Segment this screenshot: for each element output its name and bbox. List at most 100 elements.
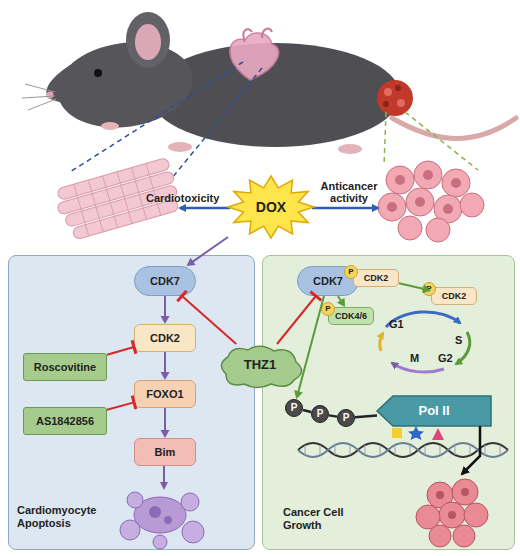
arrow-head bbox=[161, 430, 170, 438]
inhibition-bar bbox=[132, 340, 136, 353]
connector-line bbox=[303, 410, 311, 412]
inhibitor-box: Roscovitine bbox=[23, 353, 107, 381]
arrow-head bbox=[186, 258, 195, 266]
phospho-circle: P bbox=[321, 302, 335, 316]
connector-line bbox=[107, 347, 134, 355]
inhibition-bar bbox=[310, 292, 321, 301]
connector-line bbox=[164, 352, 166, 374]
effect-arrow bbox=[312, 207, 378, 210]
process-box: FOXO1 bbox=[134, 380, 196, 408]
tumor-illustration bbox=[395, 85, 401, 91]
node-text: Bim bbox=[155, 446, 176, 459]
arrow-connector bbox=[337, 296, 345, 307]
mouse-illustration bbox=[22, 12, 516, 154]
heart-illustration bbox=[230, 33, 279, 80]
cancer-cells-illustration bbox=[395, 175, 405, 185]
mouse-illustration bbox=[47, 92, 54, 99]
phospho-circle: P bbox=[337, 409, 355, 427]
panel-caption: Cardiomyocyte Apoptosis bbox=[17, 504, 112, 529]
panel: Cardiomyocyte Apoptosis CDK7CDK2Roscoviti… bbox=[8, 255, 255, 550]
mouse-illustration bbox=[168, 142, 192, 152]
inhibition-bar bbox=[132, 396, 136, 410]
ctd-tail bbox=[355, 416, 377, 418]
ctd-tail bbox=[329, 415, 337, 416]
arrow-connector bbox=[294, 296, 324, 399]
phase-label: M bbox=[410, 352, 419, 364]
connector-line bbox=[298, 296, 324, 393]
phospho-circle: P bbox=[422, 282, 436, 296]
connector-line bbox=[107, 402, 134, 409]
connector-line bbox=[191, 237, 228, 263]
cancer-cells-illustration bbox=[442, 169, 470, 197]
polymerase-shape: Pol II bbox=[377, 396, 491, 426]
arrow-head bbox=[294, 390, 303, 399]
leader-line bbox=[70, 62, 478, 178]
inhibition-connector bbox=[107, 340, 136, 355]
connector-line bbox=[329, 415, 337, 416]
leader-line bbox=[70, 62, 243, 172]
connector-line bbox=[277, 296, 316, 344]
heart-illustration bbox=[230, 29, 279, 80]
tumor-illustration bbox=[384, 88, 392, 96]
inhibition-connector bbox=[277, 292, 321, 344]
mouse-illustration bbox=[94, 69, 102, 77]
connector-line bbox=[164, 296, 166, 318]
tumor-illustration bbox=[397, 99, 405, 107]
mouse-illustration bbox=[392, 118, 516, 138]
arrow-connector bbox=[399, 283, 431, 293]
ctd-tail bbox=[303, 410, 311, 412]
inhibition-bar bbox=[177, 291, 186, 301]
phospho-circle: P bbox=[285, 399, 303, 417]
node-text: P bbox=[325, 304, 330, 313]
inhibitor-box: AS1842856 bbox=[23, 407, 107, 435]
node-text: THZ1 bbox=[244, 358, 277, 373]
inhibition-connector bbox=[177, 291, 236, 344]
node-text: P bbox=[291, 402, 298, 414]
starburst-outline bbox=[228, 176, 314, 238]
phase-label: S bbox=[455, 334, 462, 346]
arrow-connector bbox=[161, 408, 170, 438]
cancer-cells-illustration bbox=[406, 188, 434, 216]
arrow-connector bbox=[161, 296, 170, 324]
leader-line bbox=[172, 68, 262, 178]
phospho-circle: P bbox=[344, 265, 358, 279]
mouse-illustration bbox=[101, 122, 119, 130]
connector-line bbox=[182, 296, 236, 344]
cancer-cells-illustration bbox=[387, 202, 397, 212]
node-text: CDK7 bbox=[150, 275, 180, 288]
node-text: CDK7 bbox=[313, 275, 343, 288]
tumor-illustration bbox=[377, 80, 413, 116]
connector-line bbox=[338, 296, 342, 302]
phase-label: G1 bbox=[389, 318, 404, 330]
cancer-cells-illustration bbox=[414, 161, 442, 189]
cancer-cells-illustration bbox=[451, 178, 461, 188]
mouse-illustration bbox=[22, 84, 56, 110]
node-text: FOXO1 bbox=[146, 388, 183, 401]
drug-starburst: DOX bbox=[228, 176, 314, 238]
cancer-cells-illustration bbox=[378, 161, 484, 242]
effect-label: Cardiotoxicity bbox=[146, 192, 219, 204]
phase-label: G2 bbox=[438, 352, 453, 364]
effect-label: Anticancer activity bbox=[316, 180, 382, 204]
process-box: Bim bbox=[134, 438, 196, 466]
cloud-outline bbox=[221, 346, 301, 387]
node-text: CDK2 bbox=[364, 273, 389, 283]
leader-line bbox=[384, 112, 386, 166]
node-text: Pol II bbox=[418, 404, 449, 419]
arrow-head bbox=[337, 298, 345, 307]
mouse-illustration bbox=[338, 144, 362, 154]
connector-line bbox=[399, 283, 425, 289]
cancer-cells-illustration bbox=[415, 197, 425, 207]
node-text: CDK2 bbox=[150, 332, 180, 345]
tumor-illustration bbox=[383, 101, 389, 107]
arrow-connector bbox=[186, 237, 228, 266]
arrow-head bbox=[422, 285, 431, 294]
cancer-cells-illustration bbox=[378, 193, 406, 221]
node-text: CDK2 bbox=[442, 291, 467, 301]
mouse-illustration bbox=[135, 24, 161, 60]
arrow-head bbox=[161, 316, 170, 324]
polymerase-outline bbox=[377, 396, 491, 426]
arrow-head bbox=[161, 372, 170, 380]
inhibition-connector bbox=[107, 396, 136, 410]
